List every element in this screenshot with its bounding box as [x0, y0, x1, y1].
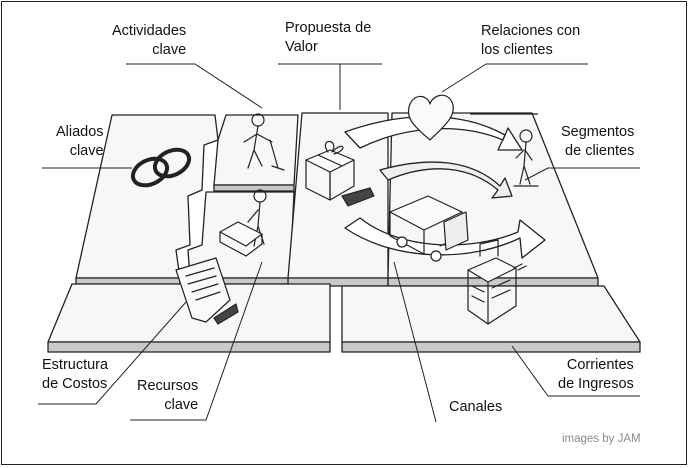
gift-box-icon: [305, 140, 375, 207]
leader-relaciones: [441, 63, 588, 93]
label-line: Aliados: [56, 124, 104, 140]
heart-icon: [407, 94, 454, 141]
label-aliados-clave: Aliados clave: [56, 123, 104, 161]
leader-segmentos: [524, 167, 640, 181]
aliados-block: [75, 114, 219, 285]
ingresos-block: [341, 285, 641, 353]
leader-costos: [38, 301, 187, 405]
label-line: los clientes: [481, 42, 553, 58]
label-line: Relaciones con: [481, 23, 581, 39]
label-line: Estructura: [42, 357, 109, 373]
customer-icon: [513, 129, 539, 187]
label-canales: Canales: [449, 398, 502, 417]
label-line: Valor: [285, 39, 318, 55]
label-line: de Costos: [42, 376, 108, 392]
leader-canales: [393, 261, 437, 423]
cash-register-icon: [467, 239, 527, 325]
worker-icon: [243, 113, 285, 171]
label-line: Canales: [449, 399, 503, 415]
delivery-truck-icon: [389, 195, 469, 262]
label-line: clave: [152, 42, 187, 58]
label-line: Recursos: [137, 378, 199, 394]
worker-machine-icon: [219, 189, 267, 257]
label-segmentos-de-clientes: Segmentos de clientes: [561, 123, 634, 161]
label-propuesta-de-valor: Propuesta de Valor: [285, 19, 371, 57]
leader-actividades: [126, 63, 263, 109]
label-line: Corrientes: [566, 357, 634, 373]
label-line: Actividades: [112, 23, 187, 39]
leader-ingresos: [511, 345, 640, 397]
label-line: clave: [69, 143, 104, 159]
label-corrientes-de-ingresos: Corrientes de Ingresos: [558, 356, 634, 394]
label-recursos-clave: Recursos clave: [137, 377, 198, 415]
leader-recursos: [130, 261, 263, 421]
relation-arrow: [344, 115, 523, 151]
image-credit: images by JAM: [562, 433, 641, 445]
costos-block: [47, 283, 331, 353]
label-relaciones-con-clientes: Relaciones con los clientes: [481, 22, 580, 60]
label-line: Propuesta de: [285, 20, 372, 36]
leader-propuesta: [278, 63, 382, 110]
cost-paper-icon: [175, 257, 239, 325]
label-estructura-de-costos: Estructura de Costos: [42, 356, 108, 394]
channel-arrow-top: [379, 161, 513, 199]
label-actividades-clave: Actividades clave: [112, 22, 186, 60]
label-line: clave: [164, 397, 199, 413]
clientes-block: [387, 112, 599, 287]
label-line: de clientes: [565, 143, 635, 159]
label-line: de Ingresos: [558, 376, 634, 392]
chain-links-icon: [130, 147, 192, 188]
label-line: Segmentos: [561, 124, 635, 140]
